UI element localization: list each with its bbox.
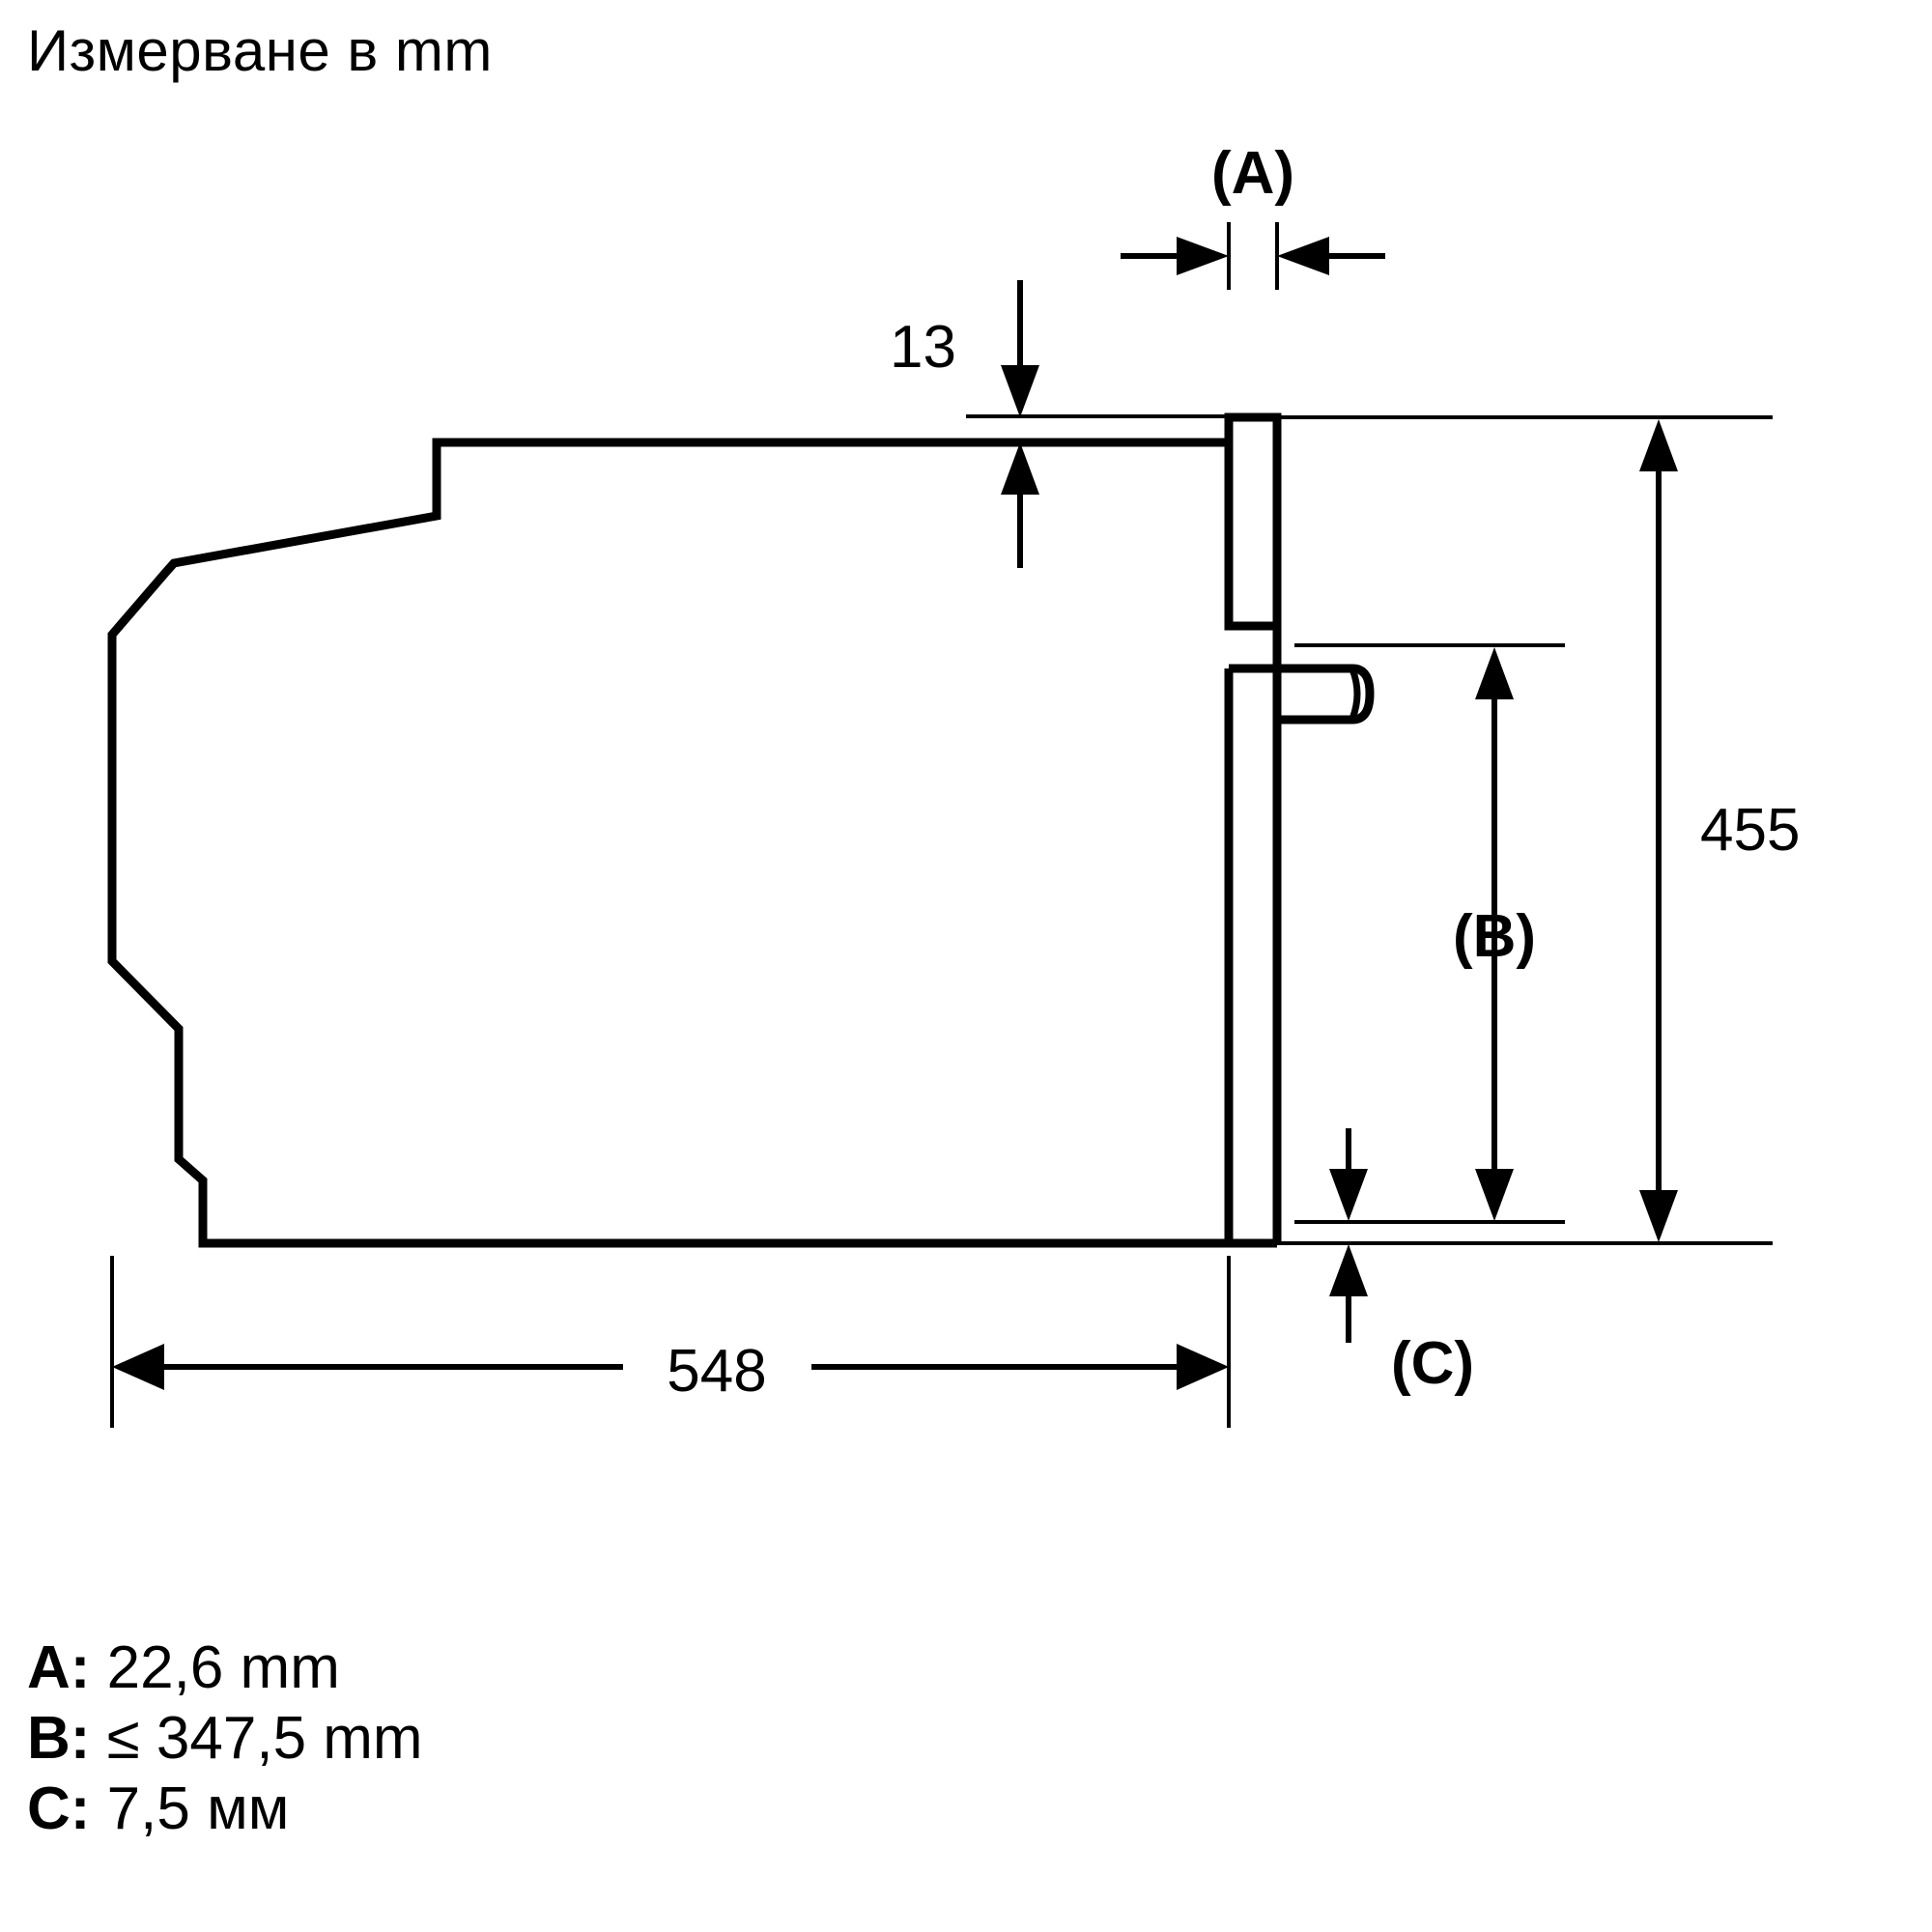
dimension-b-label: (B) (1453, 903, 1536, 970)
legend-key-c: C: (27, 1776, 91, 1843)
dimension-455-label: 455 (1700, 797, 1800, 864)
legend-row-b: B: ≤ 347,5 mm (27, 1703, 423, 1774)
dimension-548: 548 (112, 1338, 1229, 1405)
dimension-c: (C) (1329, 1128, 1474, 1397)
dimension-548-label: 548 (667, 1338, 766, 1405)
dimension-c-label: (C) (1391, 1330, 1474, 1397)
dimension-455: 455 (1639, 419, 1800, 1242)
legend-value-a: 22,6 mm (106, 1634, 340, 1701)
legend: A: 22,6 mm B: ≤ 347,5 mm C: 7,5 мм (27, 1633, 423, 1844)
legend-key-b: B: (27, 1705, 91, 1773)
dimension-a-label: (A) (1211, 140, 1294, 207)
oven-door-panel (1224, 412, 1282, 1248)
oven-body-outline (107, 438, 1229, 1248)
page-title: Измерване в mm (27, 18, 493, 83)
legend-value-c: 7,5 мм (106, 1776, 290, 1843)
dimension-b: (B) (1453, 647, 1536, 1221)
extension-lines (110, 222, 1773, 1428)
dimension-a: (A) (1121, 140, 1385, 275)
dimension-13: 13 (890, 280, 1039, 568)
legend-row-c: C: 7,5 мм (27, 1774, 423, 1844)
dimension-13-label: 13 (890, 314, 956, 381)
legend-value-b: ≤ 347,5 mm (106, 1705, 423, 1773)
legend-key-a: A: (27, 1634, 91, 1701)
oven-door-handle (1277, 664, 1375, 724)
legend-row-a: A: 22,6 mm (27, 1633, 423, 1703)
